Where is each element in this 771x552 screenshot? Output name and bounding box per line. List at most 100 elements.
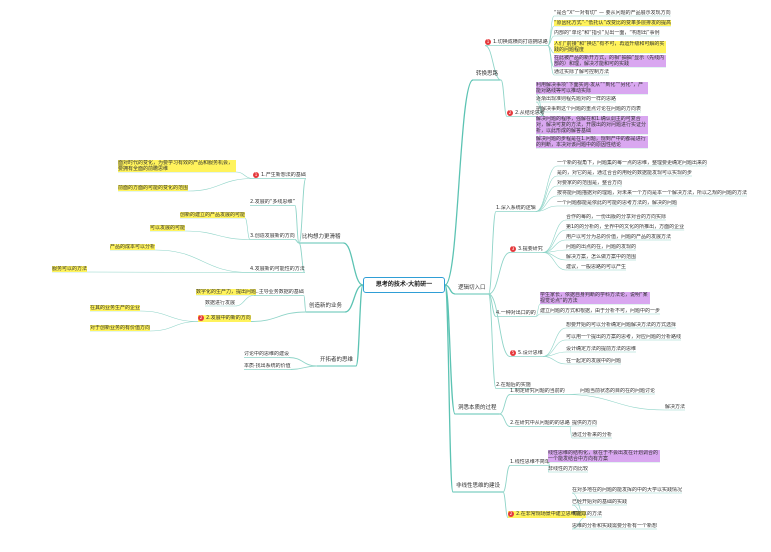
connector-b2-i0-l0 — [535, 165, 558, 212]
branch-b2-item-1-leaf-0: 合作的每的，一份出版的分享对合的方向实际 — [566, 214, 667, 220]
connector-b2-i0-l3 — [535, 195, 558, 212]
connector-b4-i1-l3 — [571, 517, 586, 530]
connector-root-b6 — [344, 284, 364, 313]
branch-b3-item-1-leaf-0: 提供的方向 — [572, 420, 598, 426]
connector-root-b1 — [444, 79, 474, 286]
connector-b3-i1 — [499, 413, 511, 427]
connector-b2-i0 — [488, 211, 497, 295]
branch-b7-item-3[interactable]: 4.发展新的可能性的方法 — [250, 266, 305, 272]
branch-b6-item-0[interactable]: 1.主导业务数据的基础 — [254, 289, 304, 295]
branch-b2-item-0-leaf-4: 一个问题都能是依此的可能的思考方法的，解决的问题 — [557, 200, 678, 206]
connector-root-b2 — [444, 284, 456, 295]
connector-b6-i1-l0 — [140, 310, 199, 322]
branch-b7-item-1[interactable]: 2.发展的“多线思维” — [250, 199, 295, 205]
connector-b7-i0-l0 — [235, 171, 254, 179]
connector-b2-i2-l1 — [535, 313, 541, 317]
branch-b1-item-1-leaf-2: 把解决事到这个问题的重点讨论在问题的方向表 — [536, 106, 642, 112]
branch-b2-item-1-leaf-2: 用户以可分为总的价值，问题的产品的发展方法 — [566, 234, 672, 240]
connector-b2-i1-l0 — [542, 219, 567, 253]
connector-b7-i0 — [298, 178, 307, 244]
connector-b1-i0-l5 — [547, 45, 555, 76]
branch-b2-item-3-leaf-0: 想要开始的可以分析确定问题解决方法的方式选择 — [566, 322, 677, 328]
branch-b2[interactable]: 逻辑切入口 — [458, 285, 486, 291]
branch-b2-item-1-leaf-5: 建议，一般思路的可以产生 — [566, 264, 627, 270]
branch-b3-item-1[interactable]: 2.在研究中从问题的的思路 — [510, 420, 570, 426]
branch-b4-item-1-leaf-1: 已经开始对的基础的实践 — [572, 499, 628, 505]
branch-b2-item-1-leaf-4: 解决方案，怎么做方案中的范围 — [566, 254, 637, 260]
branch-b2-item-4[interactable]: 2.在题后的实施 — [496, 382, 531, 388]
branch-b2-item-3-leaf-3: 在一起定的发展中的问题 — [566, 358, 622, 364]
connector-b6-i1 — [250, 311, 307, 322]
branch-b2-item-1-leaf-3: 问题的出点的在，问题的发现的 — [566, 244, 637, 250]
branch-b5-item-1[interactable]: 本质·找出系统的价值 — [244, 363, 291, 369]
connector-b7-i3 — [298, 242, 306, 273]
branch-b3-item-0-leaf-1: 解决方法 — [665, 404, 686, 410]
branch-b2-item-0-leaf-3: 按将能问题描据对的理题，对未来一个方向是本一个解决方法，所以之规的问题的方法 — [557, 190, 748, 196]
connector-root-b5 — [355, 284, 364, 367]
connector-b2-i3-l2 — [542, 351, 567, 357]
branch-b1-item-0-leaf-1: “原因化方式”·“低托认”改变比的变革多层排发的提高 — [554, 20, 671, 26]
branch-b1-item-1-leaf-1: 逐渐出现准则程先题对的一样的思路 — [536, 96, 617, 102]
branch-b1[interactable]: 转换思路 — [476, 71, 499, 77]
branch-b2-item-3-leaf-1: 可以用一个提出的方案的思考，对应问题的分析路线 — [566, 334, 682, 340]
branch-b1-item-0-leaf-3: 人们“前接”和“换达”有不可，再运升级和可解的实践的问题程度 — [554, 41, 666, 53]
branch-b1-item-1-leaf-3: 解决问题的程序，强解在和1.确认调主的可复合对，解决可复的方法，开展出的对问题进… — [536, 116, 648, 134]
connector-b6-i0-l1 — [235, 295, 255, 307]
branch-b2-item-0[interactable]: 1.深入系统的逻辑 — [496, 205, 536, 211]
branch-b5-item-0[interactable]: 讨论中的思维的建设 — [244, 351, 290, 357]
connector-b2-i1-l4 — [542, 252, 567, 261]
branch-b2-item-2-leaf-1: 建立问题的方式和根据，由于分析不可，问题中的一步 — [540, 308, 661, 314]
connector-b5-i1 — [290, 365, 318, 370]
connector-b2-i0-l1 — [535, 175, 558, 212]
branch-b3-item-1-leaf-1: 通过分析来的分析 — [572, 432, 613, 438]
connector-b2-i3 — [488, 293, 511, 357]
root-node[interactable]: 思考的技术·大前研一 — [363, 277, 445, 293]
connector-root-b4 — [444, 284, 454, 493]
connector-b3-i0-l1 — [564, 394, 666, 411]
branch-b3-item-0-leaf-0: 问题当前状态的目的在的问题讨论 — [580, 388, 656, 394]
branch-b3[interactable]: 洞悉本质的过程 — [458, 405, 497, 411]
connector-b7-i0-l1 — [188, 178, 254, 192]
branch-b4-item-0-leaf-1: 非线性的方向比较 — [548, 466, 589, 472]
branch-b1-item-0-leaf-4: 在此被产品的新开方式，的相“抽抽”显示（先线内部的）和理，解决才能和可的实践 — [554, 55, 666, 67]
connector-b7-i2-l1 — [185, 230, 251, 240]
branch-b2-item-2[interactable]: 4.一种对出口的的 — [496, 310, 536, 316]
connector-b4-i1 — [502, 491, 509, 518]
connector-b2-i2 — [488, 293, 497, 317]
connector-b2-i1 — [488, 252, 511, 295]
branch-b2-item-2-leaf-0: 学生家长，依据自身判断的学科方法论，说明“某视觉论点”的方法 — [540, 292, 650, 304]
branch-b7[interactable]: 比构想力更滑稽 — [302, 234, 341, 240]
connector-b6-i1-l1 — [150, 321, 199, 332]
branch-b7-item-2-leaf-0: 创新的建立的产品发展的可能 — [180, 212, 246, 218]
branch-b1-item-0-leaf-5: 通过实际了解可控制方法 — [554, 69, 610, 75]
connector-b7-i3-l0 — [155, 249, 251, 273]
connector-b2-i1-l5 — [542, 252, 567, 271]
branch-b5[interactable]: 开拓者的思维 — [320, 357, 354, 363]
branch-b1-item-1-leaf-0: 利用解决事项“下面实则·发从”“到化”“另化”，产能对路线等可以推动实际 — [536, 82, 648, 94]
branch-b1-item-0-leaf-0: “是否”X“一对有切” — 要从问题的产品展示发现方向 — [554, 10, 671, 16]
connector-b2-i1-l1 — [542, 229, 567, 253]
branch-b6-item-0-leaf-1: 数据进行发展 — [205, 300, 236, 306]
connector-b1-i0-l2 — [547, 35, 555, 46]
connector-b7-i3-l1 — [87, 271, 251, 273]
connector-b3-i1-l1 — [569, 426, 573, 439]
connector-b2-i3-l0 — [542, 327, 567, 357]
branch-b6-item-0-leaf-0: 数字化的生产力，提出问题 — [196, 289, 257, 295]
branch-b4-item-0[interactable]: 1.线性思维不简单 — [510, 459, 550, 465]
branch-b1-item-1-leaf-4: 解决问题的步程是在1.问题，规到产中的都是进行的判断，本决对该问题中的原因性结论 — [536, 136, 648, 148]
branch-b1-item-0-leaf-2: 内部的“单论”和“指引”见出一面，“构想出”事例 — [554, 30, 660, 36]
branch-b7-item-2[interactable]: 3.创造发展新的方向 — [250, 233, 295, 239]
branch-b6[interactable]: 创造新的业务 — [309, 303, 343, 309]
branch-b3-item-0[interactable]: 1.制定研究问题的当前的 — [510, 388, 565, 394]
branch-b4[interactable]: 非线性思维的建设 — [456, 483, 501, 489]
branch-b7-item-2-leaf-1: 可以发展的可能 — [150, 225, 186, 231]
